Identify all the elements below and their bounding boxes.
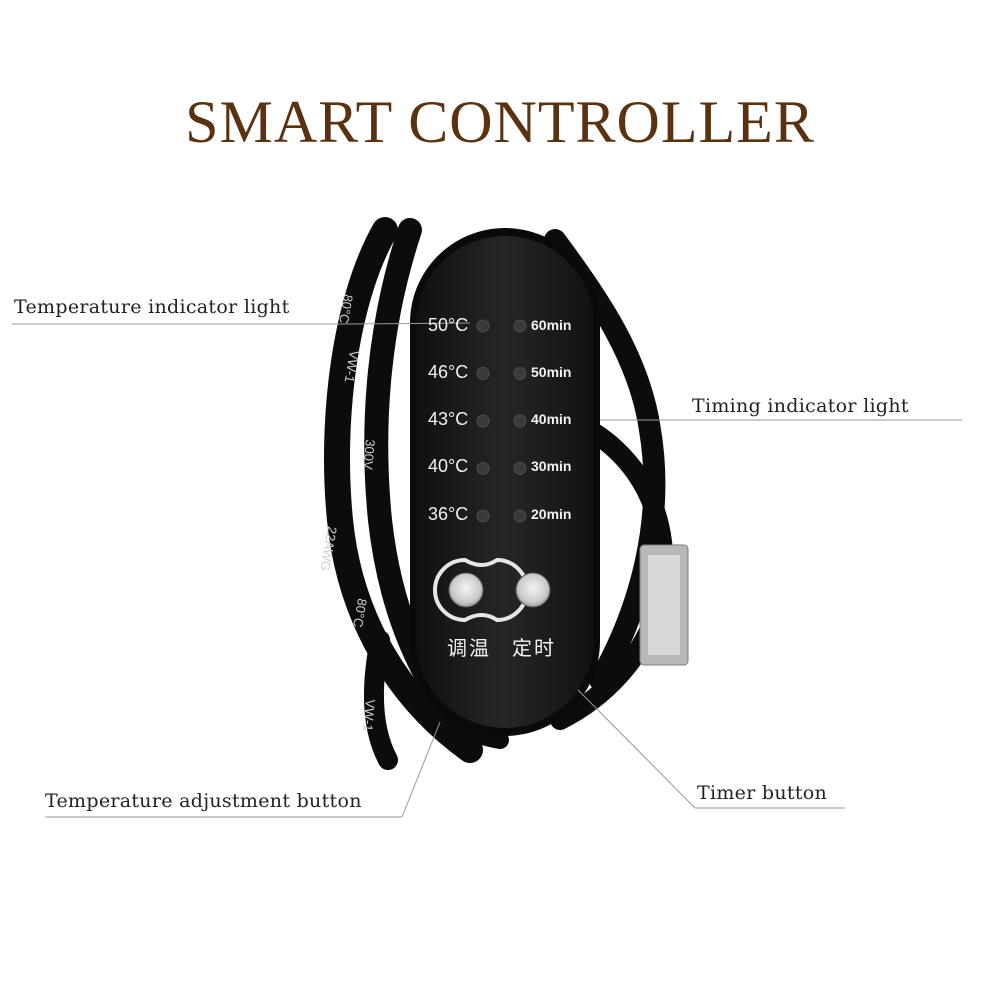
temperature-button-caption: 调温 [447,638,491,660]
timer-led-0 [513,319,527,333]
timing-indicator-lights [513,319,527,523]
timer-label-50: 50min [531,364,572,380]
controller-body [410,228,600,736]
timing-indicator-light-label: Timing indicator light [692,395,909,417]
plug-connector [639,544,689,666]
temp-label-36: 36°C [428,504,469,524]
timer-led-3 [513,462,527,475]
timer-label-40: 40min [531,411,572,427]
timer-button-label: Timer button [697,782,828,804]
timer-label-60: 60min [531,317,572,333]
button-housing [433,557,529,623]
timer-label-30: 30min [531,458,572,474]
power-cable [324,217,674,770]
timer-led-4 [513,509,527,523]
temperature-adjustment-button-label: Temperature adjustment button [45,790,362,812]
temperature-led-4 [476,509,490,523]
timer-led-2 [513,414,527,428]
temp-label-46: 46°C [428,362,469,382]
temperature-indicator-light-label: Temperature indicator light [14,296,290,318]
timer-button[interactable] [515,572,551,608]
temperature-adjustment-button[interactable] [448,572,484,608]
temp-label-50: 50°C [428,315,469,335]
timer-button-caption: 定时 [512,638,556,660]
callout-lines [12,322,962,818]
cable-print-6: VW-1 [360,698,378,733]
page-title: SMART CONTROLLER [185,89,815,155]
temp-label-43: 43°C [428,409,469,429]
cable-print-3: 300V [360,438,378,471]
temperature-led-3 [476,462,490,475]
temperature-led-2 [476,414,490,428]
timer-label-20: 20min [531,506,572,522]
timer-led-1 [513,367,527,380]
temperature-indicator-lights [476,319,490,523]
temp-label-40: 40°C [428,456,469,476]
temperature-led-0 [476,319,490,333]
temperature-led-1 [476,367,490,380]
